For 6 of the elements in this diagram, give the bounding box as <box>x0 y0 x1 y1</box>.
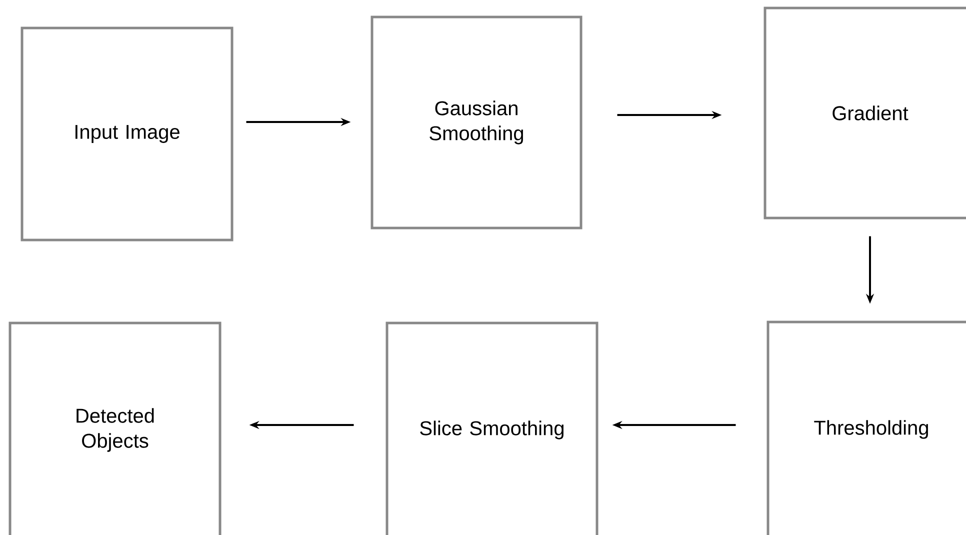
process-box: Detected Objects <box>8 322 222 535</box>
process-box: Thresholding <box>766 320 966 535</box>
process-box: Input Image <box>20 26 234 242</box>
process-box: Gradient <box>764 6 966 220</box>
process-box: Slice Smoothing <box>386 322 598 535</box>
process-box: Gaussian Smoothing <box>370 16 582 230</box>
